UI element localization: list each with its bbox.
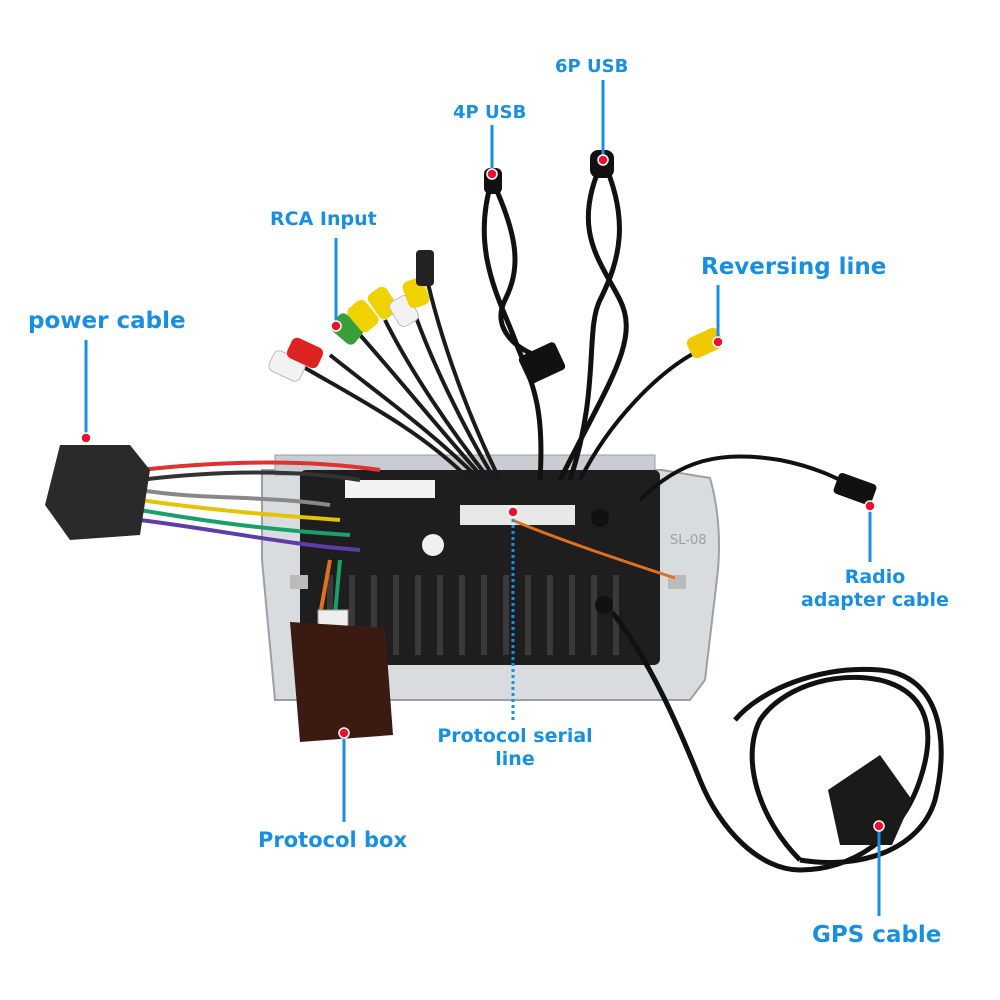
rca-plug-red (286, 337, 324, 369)
unit-ce-mark (422, 534, 444, 556)
unit-sticker (345, 480, 435, 498)
rca-input-cables (268, 250, 502, 482)
power-connector (45, 445, 150, 540)
label-reversing-line: Reversing line (701, 254, 887, 280)
callout-lines (84, 80, 881, 916)
unit-bracket-left (290, 575, 308, 589)
label-power-cable: power cable (28, 308, 186, 334)
reversing-line-cable (578, 327, 724, 481)
radio-adapter-plug (833, 472, 877, 506)
marker-4p-usb (486, 168, 498, 180)
marker-protocol-box (338, 727, 350, 739)
gps-socket (591, 509, 609, 527)
gps-antenna (828, 755, 912, 845)
radio-adapter-cable (638, 454, 877, 506)
label-radio-adapter-line1: Radio (844, 566, 906, 588)
usb-4p-plug (518, 342, 566, 384)
protocol-box (290, 559, 393, 742)
label-gps-cable: GPS cable (812, 922, 942, 948)
protocol-serial-cable (511, 518, 676, 580)
gps-cable (610, 610, 944, 873)
aux-jack (416, 250, 434, 286)
marker-gps (873, 820, 885, 832)
marker-reversing (712, 336, 724, 348)
marker-6p-usb (597, 154, 609, 166)
marker-radio-adapter (864, 500, 876, 512)
power-cable-harness (139, 460, 381, 552)
marker-rca (330, 320, 342, 332)
label-radio-adapter-line2: adapter cable (801, 588, 949, 611)
rca-plug-yellow-1 (347, 299, 379, 333)
label-protocol-serial-line1: Protocol serial (437, 725, 593, 747)
reversing-rca-plug (686, 327, 724, 359)
marker-power (80, 432, 92, 444)
usb-4p-cable (481, 168, 566, 481)
label-4p-usb: 4P USB (453, 102, 527, 123)
label-6p-usb: 6P USB (555, 56, 629, 77)
usb-6p-cable (557, 150, 629, 482)
label-protocol-box: Protocol box (258, 828, 408, 852)
label-protocol-serial-line2: line (495, 747, 535, 770)
antenna-socket (595, 596, 613, 614)
label-rca-input: RCA Input (270, 208, 377, 230)
label-protocol-serial-line: Protocol serial line (425, 725, 605, 771)
label-radio-adapter-cable: Radio adapter cable (790, 566, 960, 612)
rca-plug-yellow-2 (367, 286, 399, 320)
marker-protocol-serial (507, 506, 519, 518)
callout-markers (80, 154, 885, 832)
unit-model-mark: SL-08 (670, 533, 707, 548)
